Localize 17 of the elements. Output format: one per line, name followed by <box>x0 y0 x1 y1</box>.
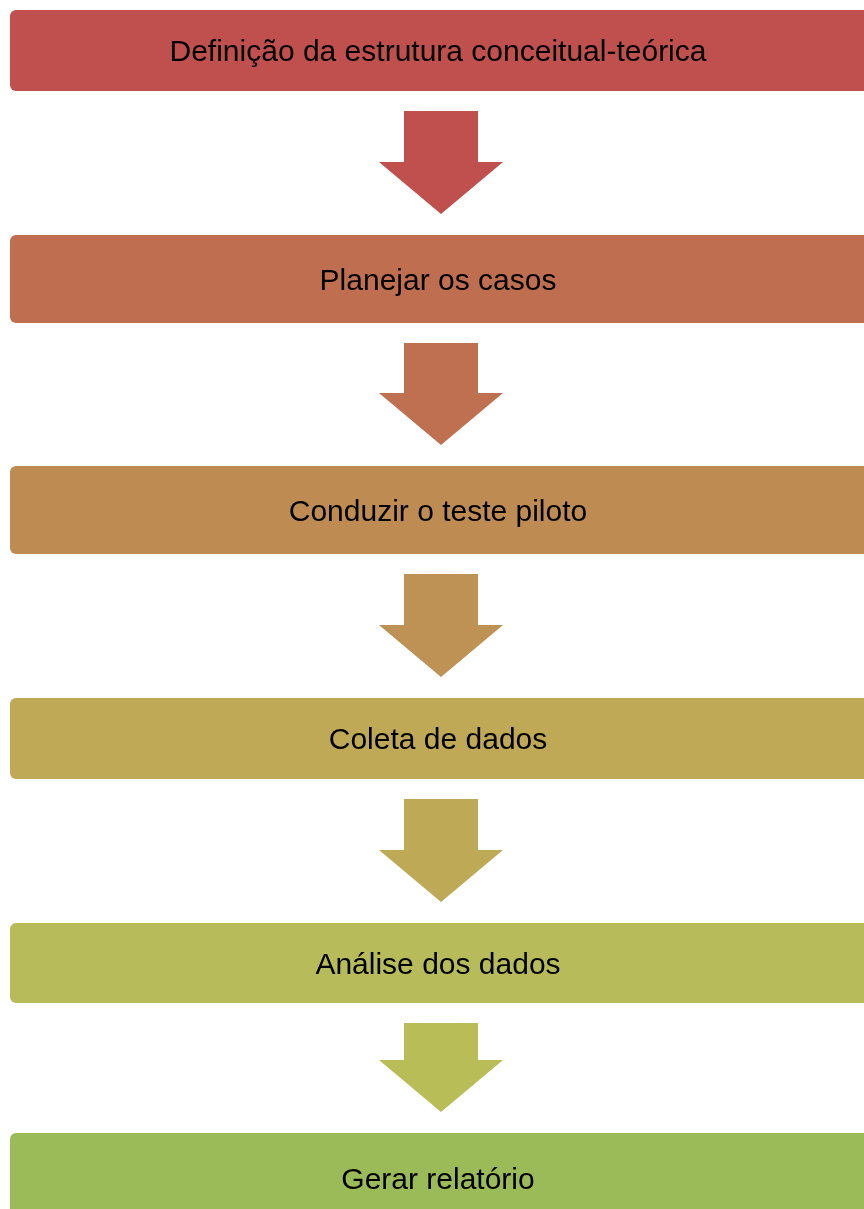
process-box <box>10 10 864 91</box>
step-label: Definição da estrutura conceitual-teórica <box>169 33 708 69</box>
step-label: Coleta de dados <box>328 721 549 757</box>
step-label: Análise dos dados <box>315 945 562 982</box>
arrow <box>379 574 503 677</box>
process-box <box>10 698 864 779</box>
step-label: Planejar os casos <box>319 261 558 298</box>
process-box <box>10 235 864 323</box>
process-box <box>10 466 864 554</box>
process-box <box>10 923 864 1003</box>
arrow <box>379 111 503 214</box>
arrow <box>379 799 503 902</box>
step-label: Conduzir o teste piloto <box>288 492 589 529</box>
step-label: Gerar relatório <box>341 1160 536 1197</box>
arrow <box>379 343 503 445</box>
process-box <box>10 1133 864 1209</box>
arrow <box>379 1023 503 1112</box>
